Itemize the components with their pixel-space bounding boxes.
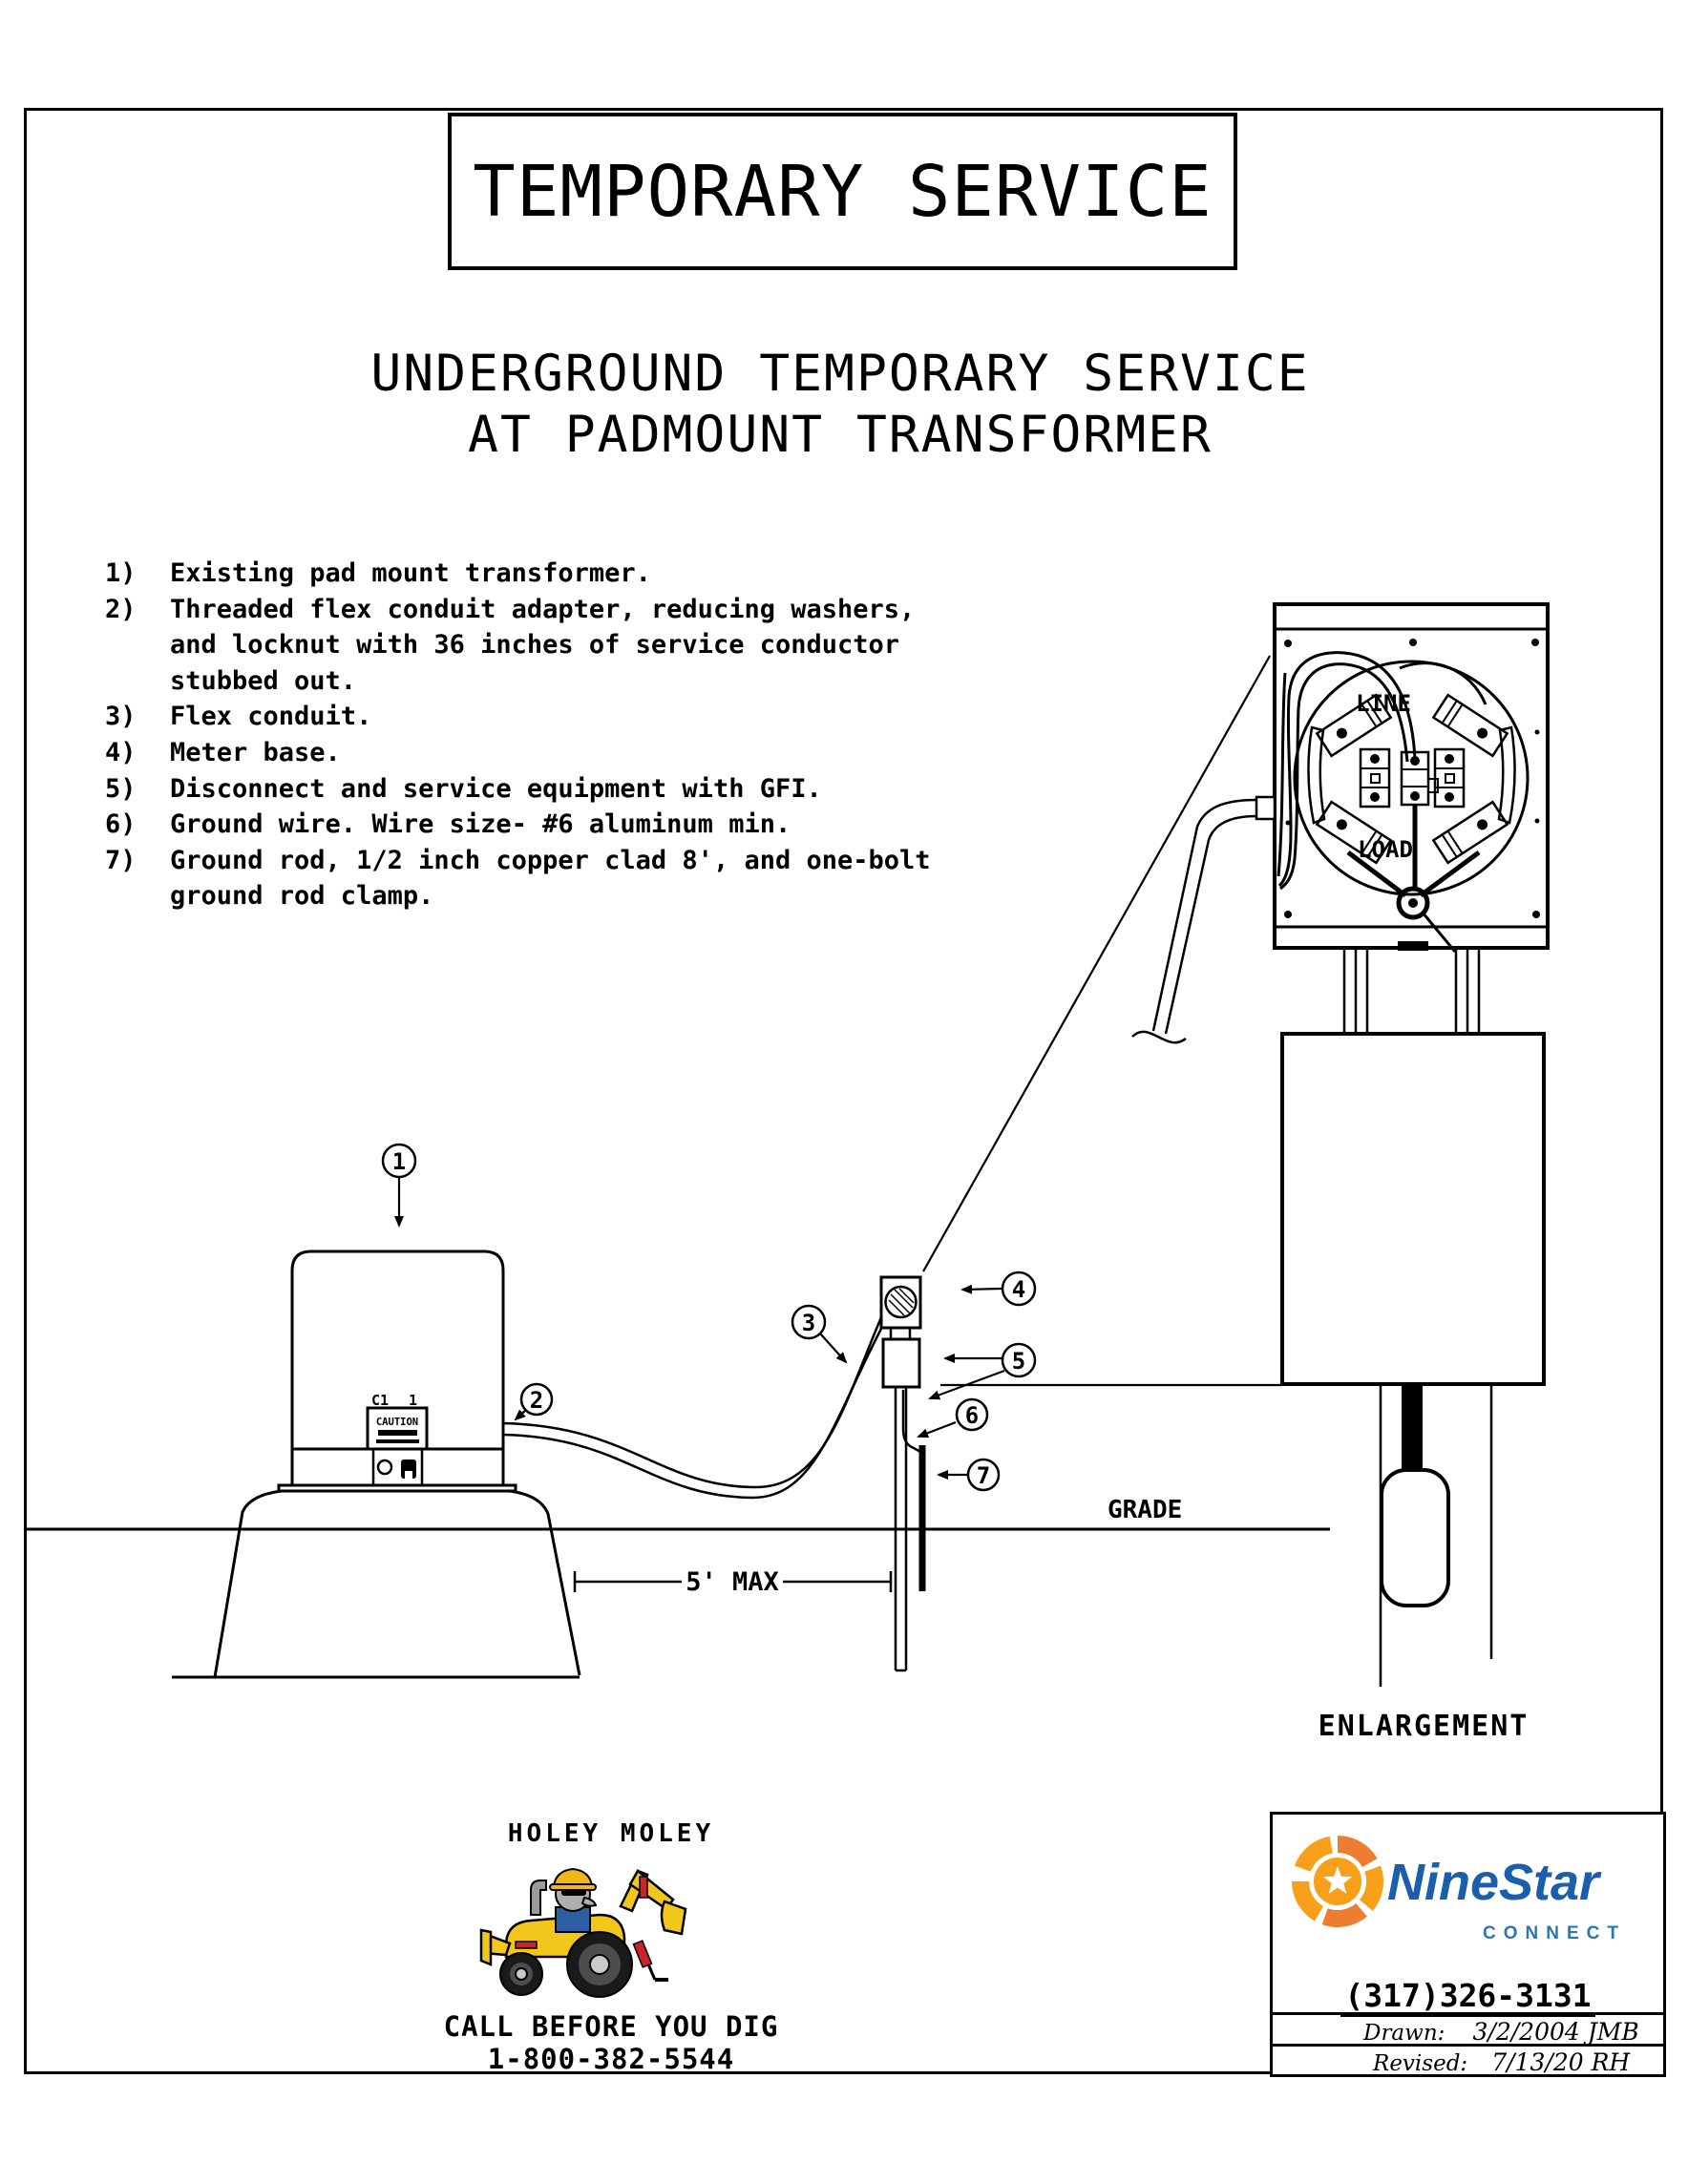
note-text: Disconnect and service equipment with GF… [170, 773, 822, 804]
bushing-left [376, 1459, 393, 1476]
svg-text:5: 5 [1012, 1348, 1025, 1375]
drawing-subtitle: UNDERGROUND TEMPORARY SERVICE AT PADMOUN… [286, 344, 1394, 466]
svg-text:1: 1 [392, 1148, 406, 1175]
disconnect-box [881, 1337, 921, 1389]
note-number: 6) [105, 809, 137, 840]
notes-list: 1) Existing pad mount transformer. 2) Thre… [105, 556, 964, 914]
utility-phone: (317)326-3131 [1273, 1977, 1663, 2017]
ground-rod-clamp [1380, 1468, 1450, 1607]
enlarged-ground-wire [1402, 1384, 1423, 1472]
star-icon [1322, 1866, 1353, 1894]
svg-text:4: 4 [1012, 1276, 1025, 1303]
note-row: 2) Threaded flex conduit adapter, reducin… [105, 592, 964, 628]
ninestar-logo-icon [1292, 1836, 1384, 1928]
callout-3: 3 [791, 1304, 848, 1364]
title-block: NineStar CONNECT (317)326-3131 Drawn: 3/… [1270, 1812, 1666, 2077]
note-row: 6) Ground wire. Wire size- #6 aluminum mi… [105, 807, 964, 843]
title-block-divider [1273, 2044, 1663, 2047]
note-number: 2) [105, 594, 137, 624]
flex-conduit [502, 1316, 883, 1500]
ground-wire [901, 1390, 923, 1455]
note-text: stubbed out. [170, 665, 357, 696]
note-row: 1) Existing pad mount transformer. [105, 556, 964, 592]
subtitle-line-2: AT PADMOUNT TRANSFORMER [468, 406, 1213, 464]
brand-subtitle: CONNECT [1483, 1923, 1626, 1943]
note-text: Threaded flex conduit adapter, reducing … [170, 594, 916, 624]
note-row: 4) Meter base. [105, 735, 964, 771]
enlargement-leader-top [922, 655, 1271, 1272]
meter-base [879, 1275, 922, 1330]
note-number: 1) [105, 558, 137, 588]
note-row: 3) Flex conduit. [105, 699, 964, 735]
enlarged-disconnect [1280, 1032, 1546, 1386]
note-row: stubbed out. [105, 663, 964, 700]
load-label: LOAD [1358, 836, 1413, 863]
holey-moley-title: HOLEY MOLEY [507, 1819, 715, 1848]
note-text: ground rod clamp. [170, 881, 434, 912]
svg-text:3: 3 [802, 1310, 815, 1336]
callout-6: 6 [917, 1397, 989, 1438]
note-row: 7) Ground rod, 1/2 inch copper clad 8', a… [105, 843, 964, 879]
callout-1: 1 [381, 1143, 417, 1228]
revised-label: Revised: [1373, 2051, 1468, 2076]
svg-text:7: 7 [977, 1462, 990, 1489]
call-before-you-dig: CALL BEFORE YOU DIG [443, 2010, 779, 2043]
note-text: Flex conduit. [170, 702, 372, 732]
callout-7: 7 [937, 1458, 1001, 1492]
page-title: TEMPORARY SERVICE [473, 150, 1213, 233]
subtitle-line-1: UNDERGROUND TEMPORARY SERVICE [370, 345, 1310, 403]
grade-label: GRADE [1108, 1496, 1182, 1524]
svg-text:6: 6 [965, 1402, 979, 1429]
line-label: LINE [1356, 690, 1411, 717]
drawn-value: 3/2/2004 JMB [1472, 2018, 1639, 2046]
note-text: and locknut with 36 inches of service co… [170, 630, 900, 661]
note-text: Meter base. [170, 737, 341, 767]
note-text: Ground wire. Wire size- #6 aluminum min. [170, 809, 791, 840]
caution-label: CAUTION [376, 1417, 418, 1428]
note-number: 5) [105, 773, 137, 804]
dimension-5ft-max [573, 1571, 893, 1592]
revised-row: Revised: 7/13/20 RH [1373, 2048, 1630, 2076]
note-row: and locknut with 36 inches of service co… [105, 627, 964, 663]
drawn-label: Drawn: [1363, 2021, 1445, 2046]
note-row: 5) Disconnect and service equipment with … [105, 771, 964, 808]
svg-text:2: 2 [530, 1387, 543, 1414]
drawn-row: Drawn: 3/2/2004 JMB [1363, 2018, 1639, 2046]
brand-name: NineStar [1387, 1854, 1600, 1911]
callout-5: 5 [928, 1342, 1037, 1400]
enlargement-label: ENLARGEMENT [1319, 1710, 1530, 1743]
sheet-border [24, 108, 1663, 2074]
note-number: 3) [105, 702, 137, 732]
title-block-divider [1273, 2012, 1663, 2015]
note-text: Existing pad mount transformer. [170, 558, 651, 588]
holey-moley-cartoon [479, 1867, 687, 1998]
note-text: Ground rod, 1/2 inch copper clad 8', and… [170, 845, 931, 875]
revised-value: 7/13/20 RH [1491, 2048, 1631, 2076]
title-box: TEMPORARY SERVICE [448, 113, 1237, 270]
callout-4: 4 [960, 1270, 1037, 1307]
note-row: ground rod clamp. [105, 878, 964, 914]
enlargement-view: LINE LOAD [1131, 602, 1550, 1743]
padmount-transformer: C1 1 CAUTION [172, 1250, 581, 1679]
meter-pole-assembly [879, 1275, 926, 1672]
note-number: 4) [105, 737, 137, 767]
dimension-label: 5' MAX [686, 1567, 779, 1597]
transformer-tag-c1: C1 [371, 1392, 389, 1409]
callout-2: 2 [514, 1382, 554, 1421]
transformer-tag-1: 1 [409, 1392, 417, 1409]
dig-hotline-number: 1-800-382-5544 [487, 2043, 735, 2075]
note-number: 7) [105, 845, 137, 875]
